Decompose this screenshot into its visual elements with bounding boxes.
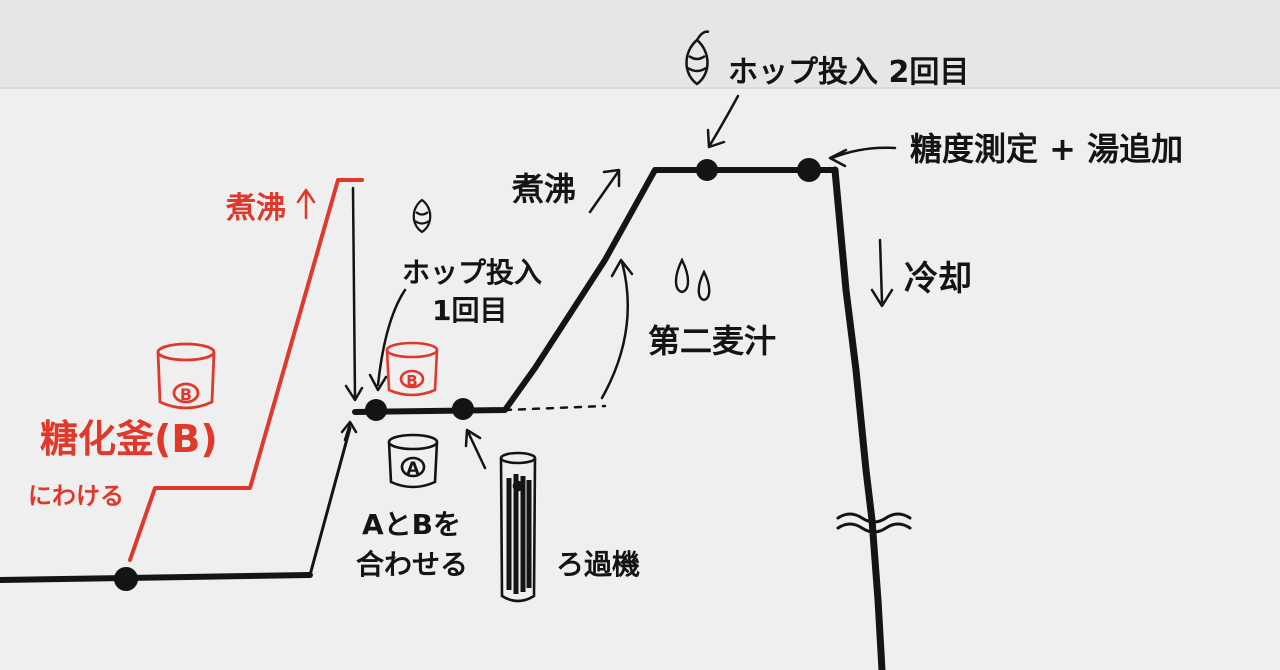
pot-icon (387, 433, 439, 489)
node-first-hop (452, 398, 474, 420)
arrow-cooling (870, 238, 894, 308)
label-hop-first-2: 1回目 (432, 294, 507, 327)
label-hop-first-1: ホップ投入 (402, 256, 542, 289)
arrow-boil-red (296, 188, 316, 220)
filter-column-icon (499, 451, 537, 603)
arrow-hop-first (368, 288, 407, 392)
arrow-second-wort (600, 258, 634, 400)
label-cooling: 冷却 (904, 259, 972, 299)
label-gravity-measure: 糖度測定 + 湯追加 (910, 130, 1183, 168)
arrow-first-hop-node (464, 428, 487, 470)
pot-icon (385, 341, 439, 397)
arrows (340, 94, 897, 470)
node-start (114, 567, 138, 591)
arrow-up-to-combine (340, 420, 358, 442)
label-combine-1: AとBを (362, 508, 461, 541)
node-second-hop (696, 159, 718, 181)
label-filter: ろ過機 (556, 548, 640, 581)
pot-label-b-small: B (406, 372, 417, 390)
process-nodes (114, 158, 821, 591)
label-hop-second: ホップ投入 2回目 (728, 55, 969, 90)
hop-icon (412, 198, 432, 234)
label-second-wort: 第二麦汁 (648, 322, 776, 360)
arrow-gravity (828, 146, 897, 168)
label-split: にわける (28, 482, 124, 510)
pot-label-a: A (406, 459, 420, 479)
label-boil: 煮沸 (511, 170, 576, 208)
pot-label-b: B (180, 385, 192, 404)
paper-top-band (0, 0, 1280, 88)
drop-icon (674, 257, 711, 302)
arrow-hop-second (706, 94, 740, 149)
pot-icon (156, 342, 216, 410)
label-boil-red: 煮沸 (225, 191, 286, 226)
label-combine-2: 合わせる (356, 548, 468, 581)
arrow-boil (588, 168, 621, 214)
node-gravity (797, 158, 821, 182)
label-saccharify: 糖化釜(B) (40, 417, 218, 461)
arrow-down-to-combine (344, 186, 364, 402)
node-combine (365, 399, 387, 421)
red-split-line (128, 178, 364, 562)
hop-icon (685, 30, 710, 86)
